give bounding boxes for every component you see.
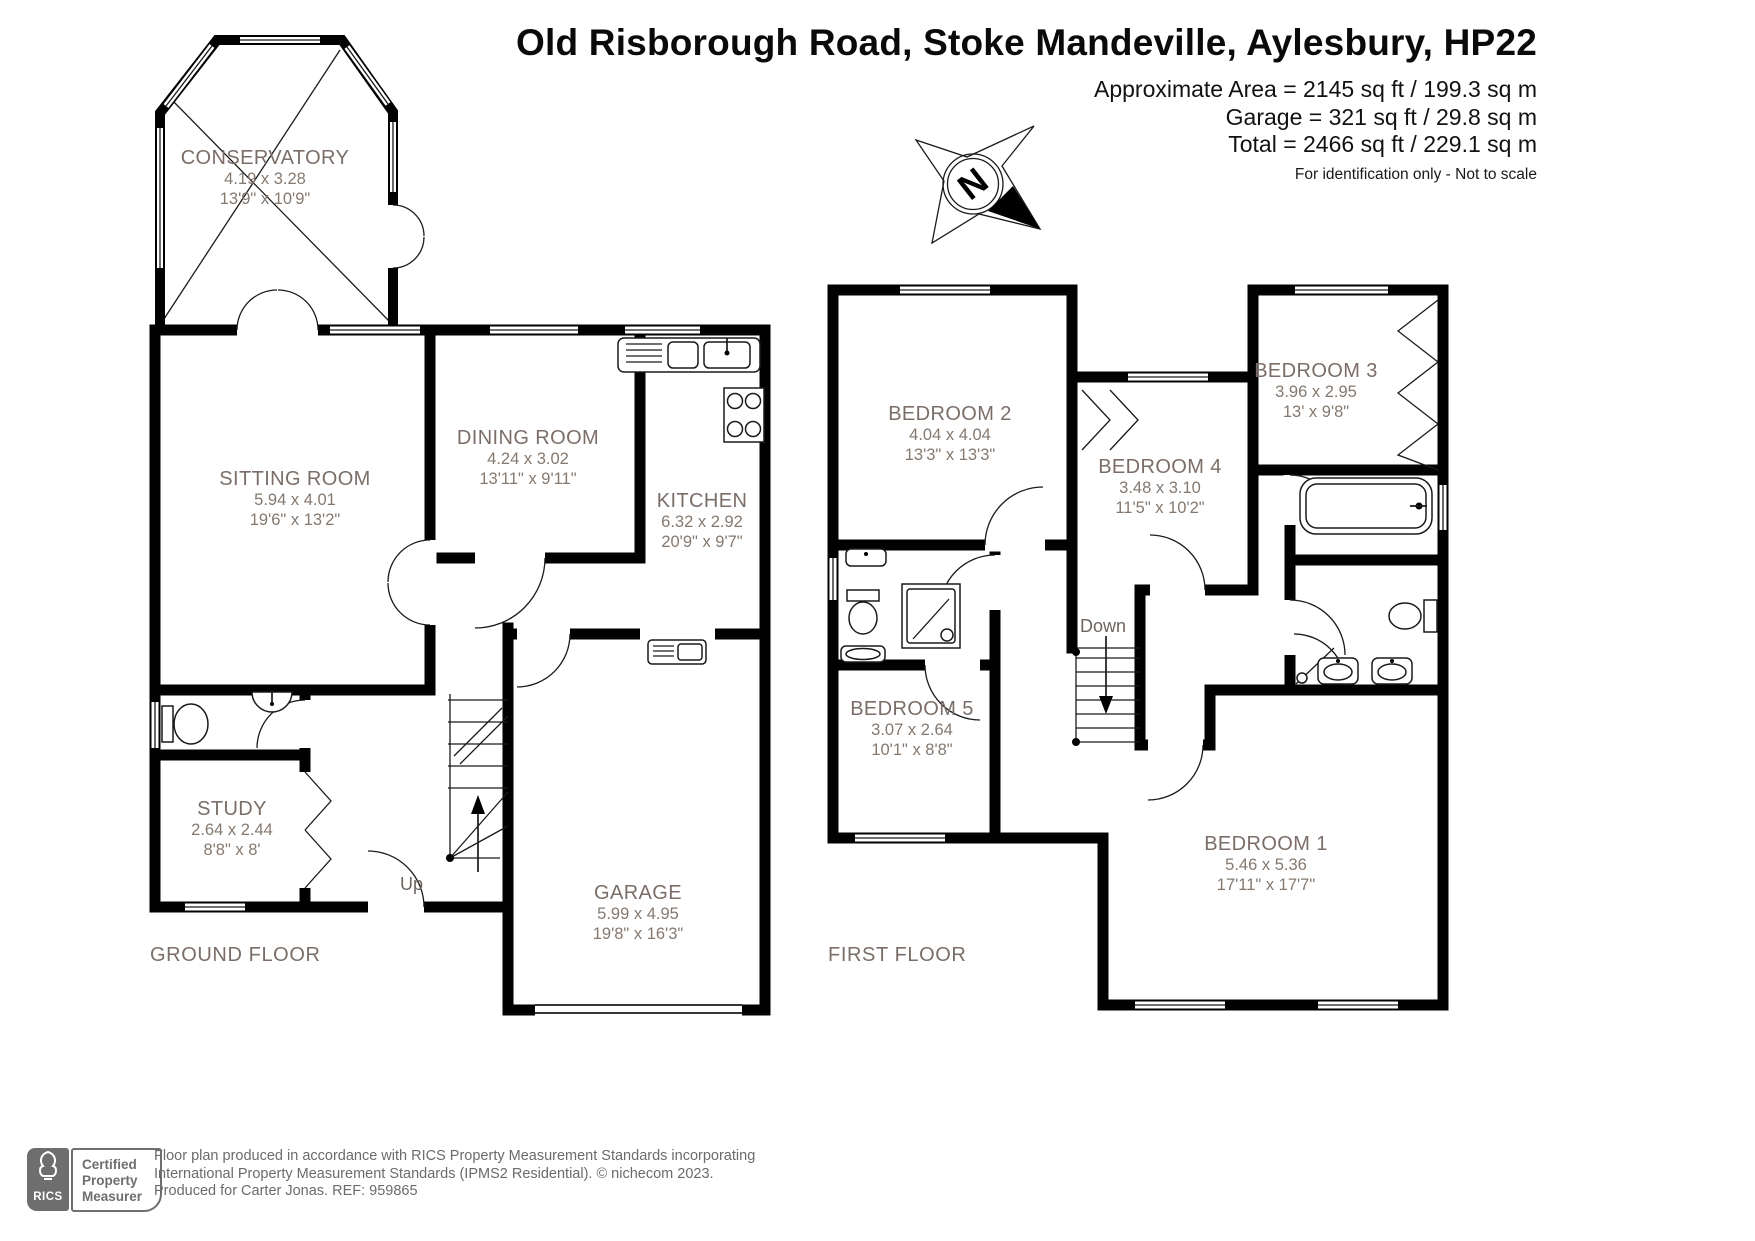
wardrobe-zigzag-icon xyxy=(1396,299,1440,471)
staircase-down xyxy=(1072,636,1140,746)
compass-rose: N xyxy=(914,125,1042,245)
compass-north-label: N xyxy=(950,159,996,207)
room-label-bedroom-4: BEDROOM 4 3.48 x 3.10 11'5" x 10'2" xyxy=(1098,456,1222,517)
room-label-study: STUDY 2.64 x 2.44 8'8" x 8' xyxy=(191,798,273,859)
rics-brand-text: RICS xyxy=(33,1191,63,1203)
floor-label-ground: GROUND FLOOR xyxy=(150,944,321,966)
staircase-up xyxy=(446,694,509,872)
down-arrow-icon xyxy=(1099,696,1113,714)
footer-line-1: Floor plan produced in accordance with R… xyxy=(154,1148,756,1164)
total-area-line: Total = 2466 sq ft / 229.1 sq m xyxy=(1228,131,1537,157)
wardrobe-doors-icon xyxy=(1081,389,1139,451)
scale-disclaimer: For identification only - Not to scale xyxy=(1294,165,1537,183)
wc-basin-icon xyxy=(251,690,293,713)
room-label-bedroom-5: BEDROOM 5 3.07 x 2.64 10'1" x 8'8" xyxy=(850,698,974,759)
hob-icon xyxy=(723,387,765,443)
rics-logo: RICS xyxy=(27,1148,69,1211)
room-label-conservatory: CONSERVATORY 4.19 x 3.28 13'9" x 10'9" xyxy=(180,147,350,208)
room-label-garage: GARAGE 5.99 x 4.95 19'8" x 16'3" xyxy=(592,882,684,943)
wc-toilet-icon xyxy=(161,703,209,745)
bathtub-icon xyxy=(1299,477,1433,535)
footer-disclaimer: Floor plan produced in accordance with R… xyxy=(154,1148,755,1201)
rics-emblem-icon xyxy=(39,1150,57,1180)
room-label-bedroom-3: BEDROOM 3 3.96 x 2.95 13' x 9'8" xyxy=(1254,360,1378,421)
certified-property-measurer-badge: Certified Property Measurer xyxy=(71,1148,162,1212)
room-label-dining-room: DINING ROOM 4.24 x 3.02 13'11" x 9'11" xyxy=(456,427,600,488)
stair-down-label: Down xyxy=(1080,616,1127,636)
approximate-area-line: Approximate Area = 2145 sq ft / 199.3 sq… xyxy=(1093,76,1537,102)
floor-label-first: FIRST FLOOR xyxy=(828,944,967,966)
first-floor-plan xyxy=(827,284,1449,1011)
ground-floor-plan xyxy=(149,35,771,1017)
room-label-kitchen: KITCHEN 6.32 x 2.92 20'9" x 9'7" xyxy=(656,490,748,551)
room-label-bedroom-1: BEDROOM 1 5.46 x 5.36 17'11" x 17'7" xyxy=(1204,833,1328,894)
ensuite-fixtures xyxy=(1293,599,1438,687)
up-arrow-icon xyxy=(471,795,485,814)
room-label-bedroom-2: BEDROOM 2 4.04 x 4.04 13'3" x 13'3" xyxy=(888,403,1012,464)
compass-south-arrow-icon xyxy=(988,186,1040,229)
kitchen-sink-icon xyxy=(617,337,761,373)
footer-line-3: Produced for Carter Jonas. REF: 959865 xyxy=(154,1183,418,1199)
stair-up-label: Up xyxy=(400,874,424,894)
bifold-door-icon xyxy=(304,771,332,889)
garage-area-line: Garage = 321 sq ft / 29.8 sq m xyxy=(1225,103,1537,130)
room-label-sitting-room: SITTING ROOM 5.94 x 4.01 19'6" x 13'2" xyxy=(219,468,371,529)
page-title: Old Risborough Road, Stoke Mandeville, A… xyxy=(516,22,1537,63)
footer-line-2: International Property Measurement Stand… xyxy=(154,1165,714,1182)
shower-room-fixtures xyxy=(840,548,961,663)
area-summary: Approximate Area = 2145 sq ft / 199.3 sq… xyxy=(1094,76,1537,184)
utility-sink-icon xyxy=(647,639,707,665)
